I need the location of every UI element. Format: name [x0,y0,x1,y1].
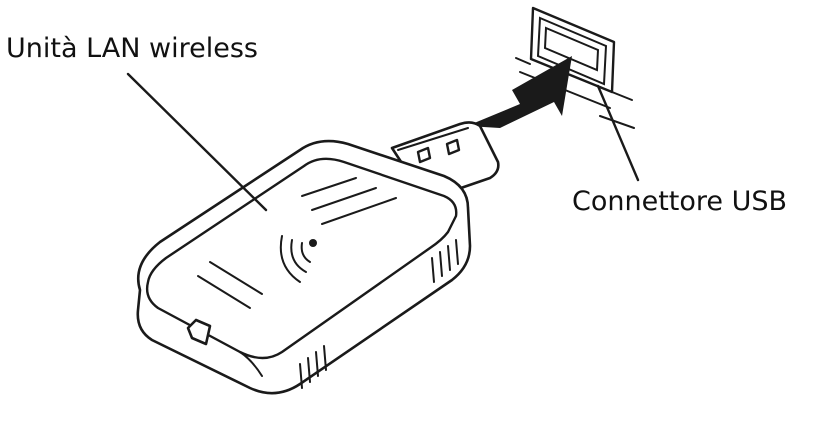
wifi-signal-icon [279,235,317,283]
usb-connector-label: Connettore USB [572,186,788,217]
wireless-unit-label: Unità LAN wireless [6,33,258,64]
insert-arrow-icon [467,56,572,128]
wireless-unit-leader-line [126,72,268,212]
wireless-lan-adapter-icon [136,121,500,395]
usb-connector-leader-line [596,84,640,182]
